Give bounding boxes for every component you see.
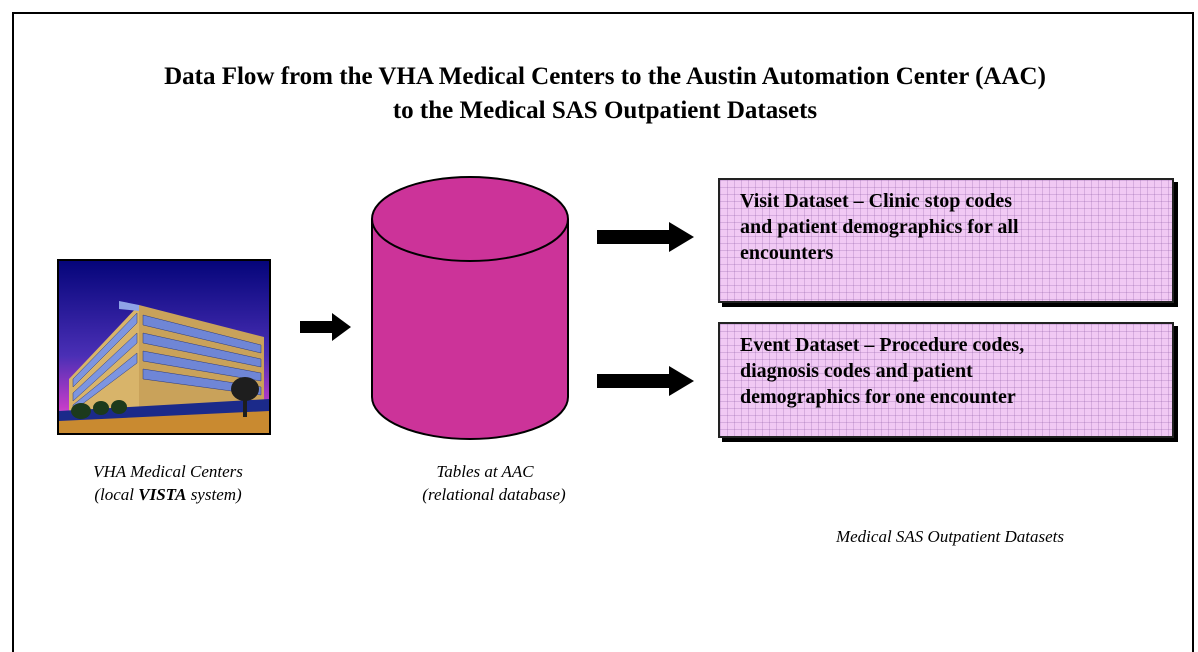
medical-centers-caption-line-1: VHA Medical Centers [93, 462, 243, 481]
database-caption-line-1: Tables at AAC [436, 462, 534, 481]
visit-dataset-box: Visit Dataset – Clinic stop codes and pa… [718, 178, 1174, 303]
title-line-2: to the Medical SAS Outpatient Datasets [392, 97, 818, 124]
diagram-title: Data Flow from the VHA Medical Centers t… [12, 60, 1198, 128]
event-dataset-line-1: Event Dataset – Procedure codes, [740, 334, 1025, 356]
medical-centers-caption-line-2: (local VISTA system) [94, 485, 242, 504]
arrow-to-database [300, 313, 351, 341]
arrow-to-visit-dataset [597, 222, 694, 252]
medical-center-building-icon [57, 259, 271, 435]
database-caption-line-2: (relational database) [422, 485, 566, 504]
medical-centers-caption: VHA Medical Centers (local VISTA system) [52, 460, 284, 506]
title-line-1: Data Flow from the VHA Medical Centers t… [164, 63, 1046, 90]
arrow-to-event-dataset [597, 366, 694, 396]
event-dataset-line-3: demographics for one encounter [740, 386, 1016, 408]
event-dataset-line-2: diagnosis codes and patient [740, 360, 973, 382]
database-cylinder-icon [371, 176, 569, 440]
visit-dataset-line-2: and patient demographics for all [740, 216, 1019, 238]
database-caption: Tables at AAC (relational database) [380, 460, 590, 506]
outpatient-datasets-caption: Medical SAS Outpatient Datasets [835, 527, 1065, 546]
diagram-frame [12, 12, 1194, 652]
visit-dataset-line-1: Visit Dataset – Clinic stop codes [740, 190, 1013, 212]
event-dataset-box: Event Dataset – Procedure codes, diagnos… [718, 322, 1174, 438]
visit-dataset-line-3: encounters [740, 242, 834, 264]
vista-label: VISTA [138, 485, 187, 504]
